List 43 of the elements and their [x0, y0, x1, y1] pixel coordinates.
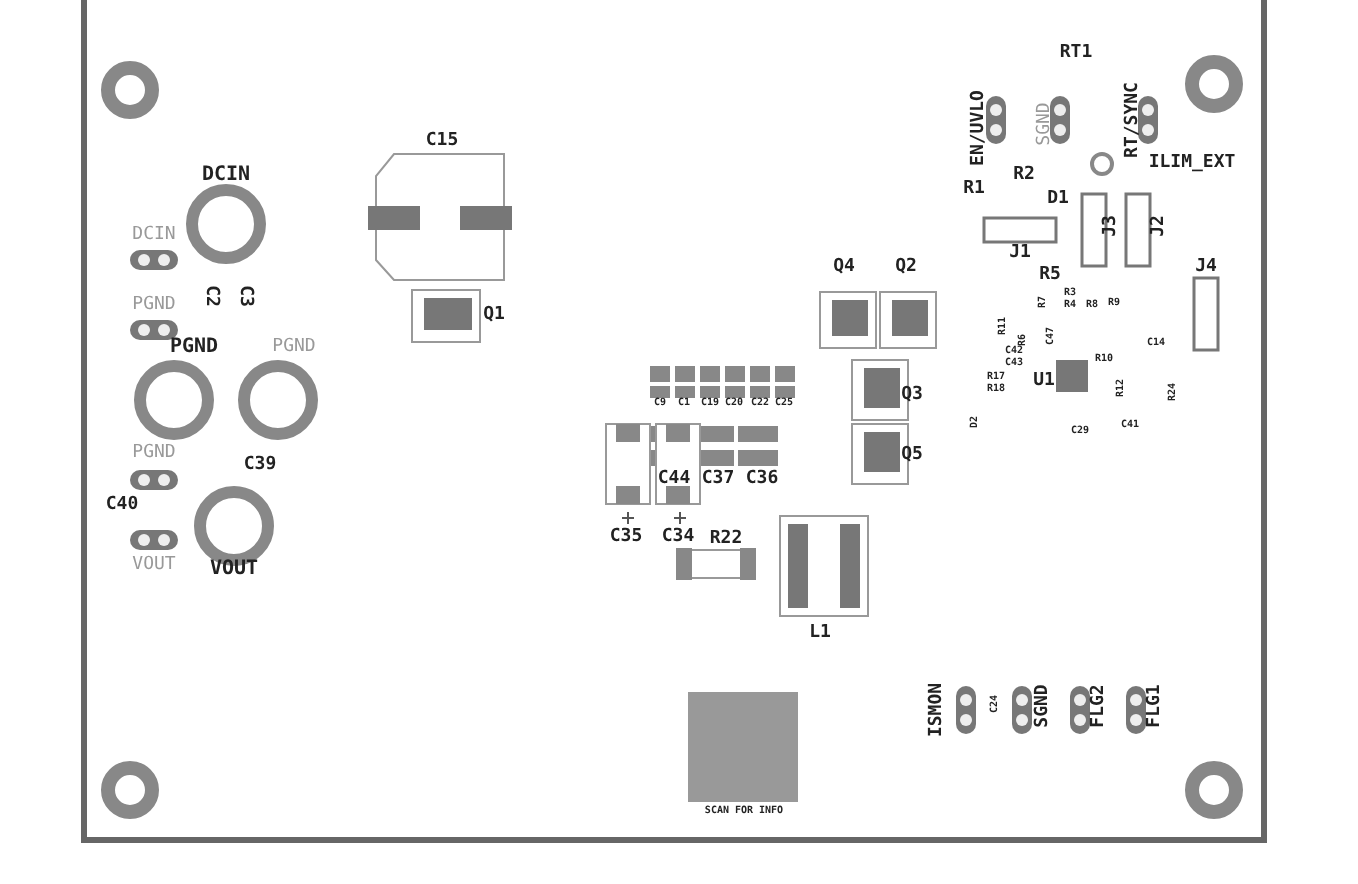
silkscreen-label: RT/SYNC: [1125, 82, 1143, 158]
silkscreen-label: FLG1: [1147, 684, 1165, 728]
silkscreen-label: U1: [1033, 373, 1055, 391]
silkscreen-label: C44: [657, 471, 691, 489]
silkscreen-label: J2: [1151, 215, 1169, 237]
silkscreen-label: ILIM_EXT: [1148, 155, 1236, 173]
silkscreen-label: C39: [243, 457, 277, 475]
silkscreen-label: C40: [105, 497, 139, 515]
silkscreen-label: Q1: [483, 307, 505, 325]
silkscreen-label: SGND: [1035, 684, 1053, 728]
silkscreen-label: DCIN: [132, 227, 176, 245]
silkscreen-label: J4: [1195, 259, 1217, 277]
silkscreen-label: VOUT: [132, 557, 176, 575]
silkscreen-label: R2: [1013, 167, 1035, 185]
silkscreen-label: L1: [809, 625, 831, 643]
silkscreen-label: Q4: [833, 259, 855, 277]
silkscreen-label: PGND: [169, 338, 219, 358]
silkscreen-label: Q5: [901, 447, 923, 465]
silkscreen-label: PGND: [132, 297, 176, 315]
silkscreen-label: C15: [425, 133, 459, 151]
silkscreen-label: Q3: [901, 387, 923, 405]
silkscreen-label: PGND: [272, 339, 316, 357]
silkscreen-label: R1: [963, 181, 985, 199]
silkscreen-label: J1: [1009, 245, 1031, 263]
silkscreen-label: C34: [661, 529, 695, 547]
silkscreen-label: C36: [745, 471, 779, 489]
silkscreen-label: C35: [609, 529, 643, 547]
silkscreen-label: D1: [1047, 191, 1069, 209]
silkscreen-label: C3: [235, 285, 253, 307]
silkscreen-label: R22: [709, 531, 743, 549]
silkscreen-label: RT1: [1059, 45, 1093, 63]
silkscreen-label: PGND: [132, 445, 176, 463]
silkscreen-label: DCIN: [201, 166, 251, 186]
silkscreen-label: EN/UVLO: [971, 90, 989, 166]
silkscreen-label: C2: [201, 285, 219, 307]
silkscreen-label: SGND: [1037, 102, 1055, 146]
silkscreen-label: VOUT: [209, 560, 259, 580]
silkscreen-label: R5: [1039, 267, 1061, 285]
silkscreen-label: C37: [701, 471, 735, 489]
silkscreen-label: FLG2: [1091, 684, 1109, 728]
silkscreen-label: Q2: [895, 259, 917, 277]
silkscreen-label: ISMON: [929, 682, 947, 738]
silkscreen-label: J3: [1103, 215, 1121, 237]
